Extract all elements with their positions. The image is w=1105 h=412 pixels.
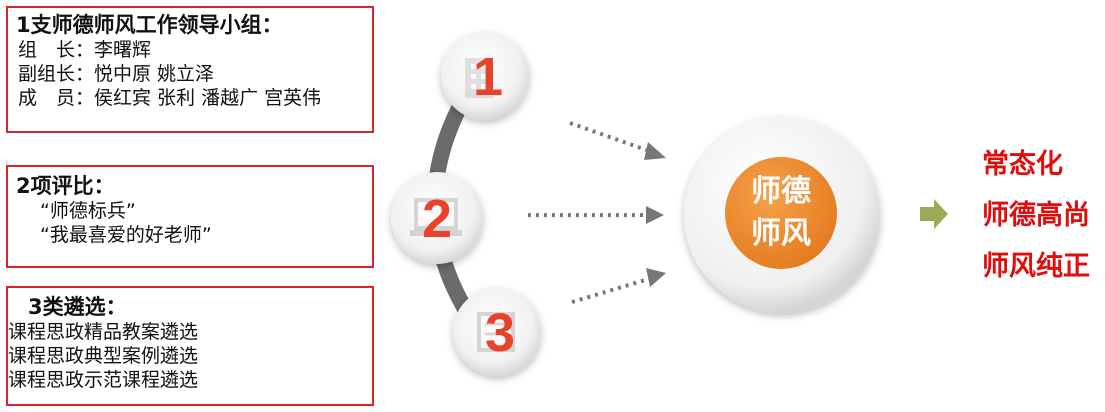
step-1-number: 1 (472, 47, 504, 107)
document-icon (477, 312, 515, 352)
result-item: 常态化 (982, 149, 1063, 180)
dotted-arrow-3 (571, 268, 666, 304)
selection-item: 课程思政示范课程遴选 (8, 369, 199, 391)
step-3-number: 3 (484, 303, 516, 363)
selection-item: 课程思政典型案例遴选 (8, 345, 199, 367)
dotted-arrow-1 (569, 121, 666, 160)
center-label: 师德 师风 (731, 171, 831, 255)
evaluation-item: “师德标兵” (40, 200, 136, 222)
center-inner-circle (725, 157, 837, 269)
dotted-arrow-2 (528, 206, 664, 224)
leadership-group-heading: 1支师德师风工作领导小组： (16, 13, 283, 37)
step-2-number: 2 (421, 189, 453, 249)
center-label-line2: 师风 (751, 216, 811, 251)
result-item: 师风纯正 (982, 251, 1090, 282)
deputy-leader-line: 副组长：悦中原 姚立泽 (18, 63, 215, 85)
evaluation-heading: 2项评比： (16, 174, 115, 198)
step-3-circle (453, 288, 541, 376)
selection-item: 课程思政精品教案遴选 (8, 321, 199, 343)
evaluation-item: “我最喜爱的好老师” (40, 224, 212, 246)
selection-heading: 3类遴选： (28, 295, 127, 319)
group-leader-line: 组 长：李曙辉 (18, 39, 152, 61)
evaluation-box: 2项评比： “师德标兵” “我最喜爱的好老师” (6, 165, 374, 268)
step-2-circle (391, 172, 483, 264)
result-item: 师德高尚 (982, 200, 1090, 231)
result-arrow-icon (920, 199, 948, 229)
members-line: 成 员：侯红宾 张利 潘越广 宫英伟 (18, 87, 322, 109)
center-label-line1: 师德 (751, 174, 811, 209)
building-icon (465, 58, 493, 98)
laptop-icon (410, 198, 462, 236)
selection-box: 3类遴选： 课程思政精品教案遴选 课程思政典型案例遴选 课程思政示范课程遴选 (6, 286, 374, 406)
leadership-group-box: 1支师德师风工作领导小组： 组 长：李曙辉 副组长：悦中原 姚立泽 成 员：侯红… (6, 6, 374, 133)
